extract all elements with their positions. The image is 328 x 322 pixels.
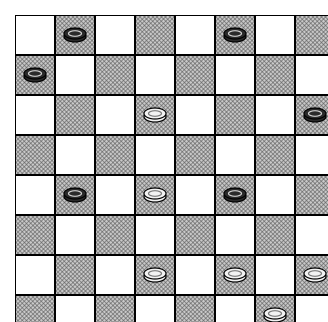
board-square-r1-c5[interactable] — [215, 55, 255, 95]
white-checker-piece[interactable] — [143, 187, 167, 203]
board-square-r2-c5[interactable] — [215, 95, 255, 135]
board-square-r0-c7[interactable] — [295, 15, 328, 55]
board-square-r3-c2[interactable] — [95, 135, 135, 175]
board-square-r7-c2[interactable] — [95, 295, 135, 322]
board-square-r7-c1[interactable] — [55, 295, 95, 322]
board-square-r5-c1[interactable] — [55, 215, 95, 255]
board-square-r5-c5[interactable] — [215, 215, 255, 255]
board-square-r6-c0[interactable] — [15, 255, 55, 295]
grid-line-vertical — [54, 15, 56, 322]
board-square-r0-c4[interactable] — [175, 15, 215, 55]
board-square-r2-c2[interactable] — [95, 95, 135, 135]
grid-line-horizontal — [15, 214, 328, 216]
board-square-r0-c0[interactable] — [15, 15, 55, 55]
board-square-r3-c3[interactable] — [135, 135, 175, 175]
grid-line-vertical — [294, 15, 296, 322]
black-checker-piece[interactable] — [303, 107, 327, 123]
board-square-r3-c7[interactable] — [295, 135, 328, 175]
white-checker-piece[interactable] — [143, 107, 167, 123]
board-square-r1-c3[interactable] — [135, 55, 175, 95]
board-square-r4-c4[interactable] — [175, 175, 215, 215]
board-square-r0-c3[interactable] — [135, 15, 175, 55]
black-checker-piece[interactable] — [223, 187, 247, 203]
board-square-r1-c1[interactable] — [55, 55, 95, 95]
board-square-r3-c0[interactable] — [15, 135, 55, 175]
white-checker-piece[interactable] — [143, 267, 167, 283]
board-square-r0-c6[interactable] — [255, 15, 295, 55]
board-square-r2-c1[interactable] — [55, 95, 95, 135]
grid-line-horizontal — [15, 94, 328, 96]
board-square-r3-c1[interactable] — [55, 135, 95, 175]
white-checker-piece[interactable] — [303, 267, 327, 283]
grid-line-vertical — [254, 15, 256, 322]
grid-line-vertical — [134, 15, 136, 322]
board-square-r2-c6[interactable] — [255, 95, 295, 135]
grid-line-vertical — [15, 15, 16, 322]
board-square-r1-c4[interactable] — [175, 55, 215, 95]
white-checker-piece[interactable] — [223, 267, 247, 283]
board-square-r5-c0[interactable] — [15, 215, 55, 255]
board-square-r3-c6[interactable] — [255, 135, 295, 175]
board-square-r2-c4[interactable] — [175, 95, 215, 135]
board-square-r4-c7[interactable] — [295, 175, 328, 215]
grid-line-horizontal — [15, 174, 328, 176]
grid-line-horizontal — [15, 294, 328, 296]
board-square-r7-c4[interactable] — [175, 295, 215, 322]
board-square-r6-c4[interactable] — [175, 255, 215, 295]
board-square-r1-c6[interactable] — [255, 55, 295, 95]
board-square-r4-c2[interactable] — [95, 175, 135, 215]
board-square-r3-c5[interactable] — [215, 135, 255, 175]
board-square-r6-c2[interactable] — [95, 255, 135, 295]
black-checker-piece[interactable] — [223, 27, 247, 43]
board-square-r5-c7[interactable] — [295, 215, 328, 255]
grid-line-vertical — [174, 15, 176, 322]
white-checker-piece[interactable] — [263, 307, 287, 322]
black-checker-piece[interactable] — [23, 67, 47, 83]
board-square-r4-c6[interactable] — [255, 175, 295, 215]
grid-line-horizontal — [15, 134, 328, 136]
grid-line-vertical — [214, 15, 216, 322]
board-square-r1-c2[interactable] — [95, 55, 135, 95]
grid-line-horizontal — [15, 54, 328, 56]
board-square-r2-c0[interactable] — [15, 95, 55, 135]
board-square-r7-c5[interactable] — [215, 295, 255, 322]
board-square-r0-c2[interactable] — [95, 15, 135, 55]
board-square-r7-c7[interactable] — [295, 295, 328, 322]
board-square-r4-c0[interactable] — [15, 175, 55, 215]
grid-line-horizontal — [15, 15, 328, 16]
grid-line-vertical — [94, 15, 96, 322]
board-square-r7-c0[interactable] — [15, 295, 55, 322]
board-square-r1-c7[interactable] — [295, 55, 328, 95]
board-square-r5-c3[interactable] — [135, 215, 175, 255]
board-square-r5-c6[interactable] — [255, 215, 295, 255]
checkers-board — [15, 15, 328, 322]
checkers-board-viewport — [15, 15, 328, 322]
board-square-r6-c6[interactable] — [255, 255, 295, 295]
board-square-r7-c3[interactable] — [135, 295, 175, 322]
board-square-r5-c4[interactable] — [175, 215, 215, 255]
grid-line-horizontal — [15, 254, 328, 256]
black-checker-piece[interactable] — [63, 187, 87, 203]
board-square-r6-c1[interactable] — [55, 255, 95, 295]
board-square-r3-c4[interactable] — [175, 135, 215, 175]
black-checker-piece[interactable] — [63, 27, 87, 43]
board-square-r5-c2[interactable] — [95, 215, 135, 255]
